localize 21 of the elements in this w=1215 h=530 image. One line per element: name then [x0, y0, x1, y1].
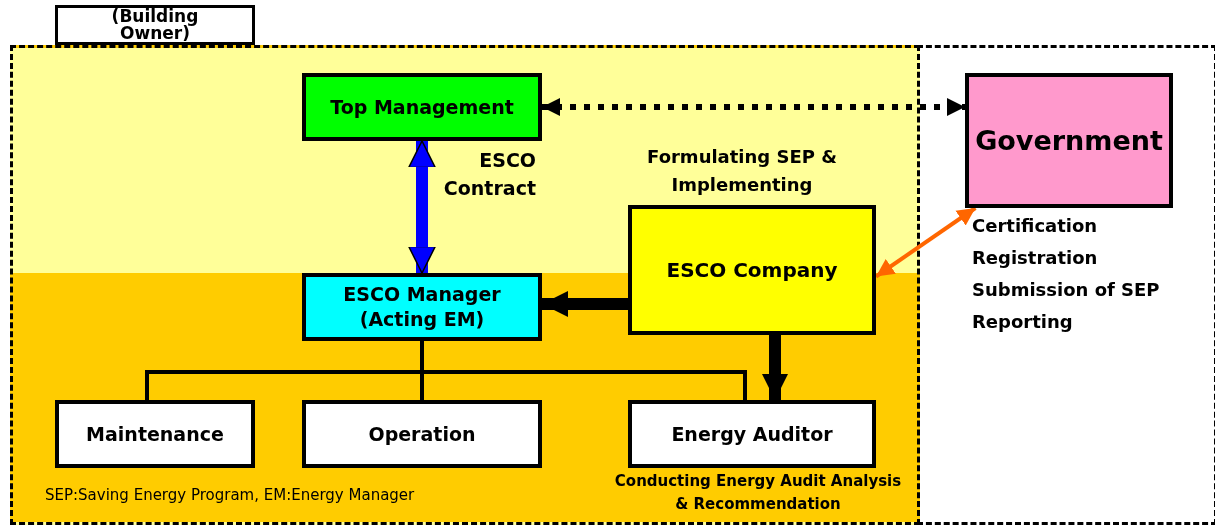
footnote: SEP:Saving Energy Program, EM:Energy Manager — [45, 486, 415, 504]
node-caption: Formulating SEP & Implementing — [646, 145, 838, 197]
arrow — [761, 335, 789, 400]
arrow — [542, 290, 628, 318]
node-caption: Conducting Energy Audit Analysis & Recommendation — [613, 471, 903, 515]
arrow — [874, 206, 977, 279]
process-box: Maintenance — [55, 400, 255, 468]
owner-label: (Building Owner) — [55, 5, 255, 45]
arrow — [408, 140, 436, 274]
process-box: Top Management — [302, 73, 542, 141]
node-caption: Certification — [972, 214, 1099, 238]
node-caption: Reporting — [972, 310, 1074, 334]
arrow — [542, 98, 965, 116]
edge-label: ESCO Contract — [442, 148, 536, 201]
node-caption: Submission of SEP — [972, 278, 1161, 302]
process-box: Energy Auditor — [628, 400, 876, 468]
process-box: Government — [965, 73, 1173, 208]
process-box: ESCO Manager (Acting EM) — [302, 273, 542, 341]
process-box: ESCO Company — [628, 205, 876, 335]
process-box: Operation — [302, 400, 542, 468]
node-caption: Registration — [972, 246, 1099, 270]
